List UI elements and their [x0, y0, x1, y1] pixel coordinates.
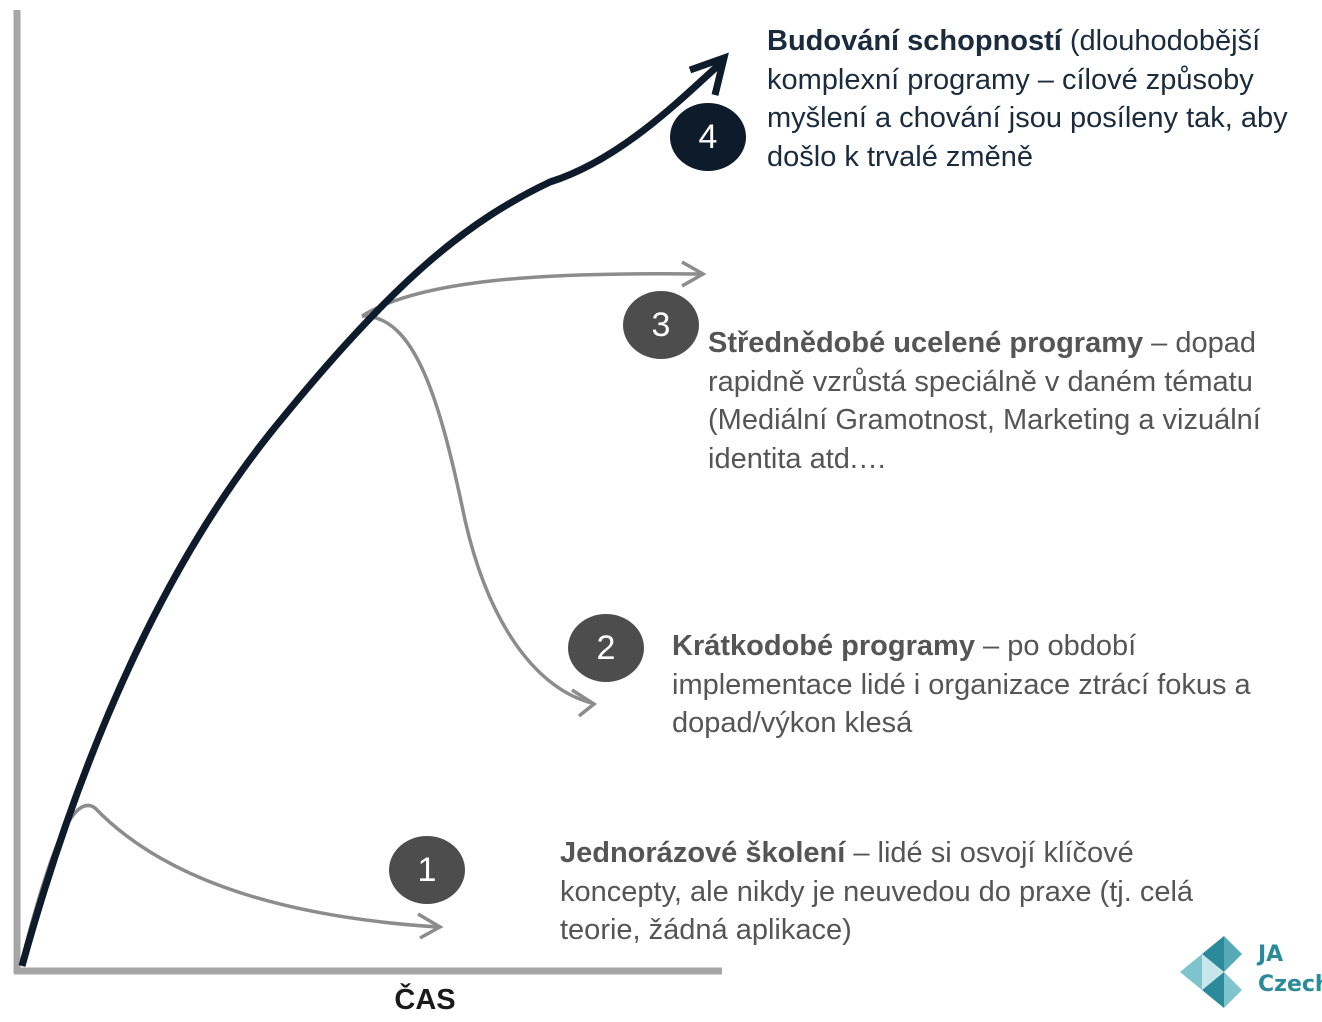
- badge-1: 1: [389, 836, 465, 904]
- curve-one-off-training: [20, 803, 439, 961]
- stage-2-detail: – po období implementace lidé i organiza…: [672, 630, 1251, 739]
- stage-3-description: Střednědobé ucelené programy – dopad rap…: [708, 324, 1268, 478]
- stage-4-title: Budování schopností: [767, 25, 1062, 57]
- svg-text:2: 2: [597, 629, 616, 667]
- stage-4-detail: (dlouhodobější komplexní programy – cílo…: [767, 25, 1288, 173]
- logo-text-line2: Czech: [1258, 972, 1322, 997]
- curve-short-term: [361, 314, 593, 705]
- ja-czech-logo: JA Czech: [1180, 932, 1322, 1012]
- svg-text:1: 1: [418, 851, 437, 889]
- arrowhead-1: [417, 912, 444, 940]
- badge-4: 4: [670, 103, 746, 171]
- stage-1-title: Jednorázové školení: [560, 837, 846, 869]
- stage-1-detail: – lidé si osvojí klíčové koncepty, ale n…: [560, 837, 1194, 946]
- stage-4-description: Budování schopností (dlouhodobější kompl…: [767, 22, 1317, 176]
- stage-3-detail: – dopad rapidně vzrůstá speciálně v dané…: [708, 327, 1261, 475]
- badge-2: 2: [568, 614, 644, 682]
- stage-2-title: Krátkodobé programy: [672, 630, 975, 662]
- logo-text-line1: JA: [1258, 942, 1284, 967]
- svg-text:4: 4: [699, 118, 718, 156]
- stage-1-description: Jednorázové školení – lidé si osvojí klí…: [560, 834, 1240, 950]
- curve-capability-building: [18, 59, 725, 967]
- stage-2-description: Krátkodobé programy – po období implemen…: [672, 627, 1317, 743]
- arrowhead-3: [681, 260, 707, 288]
- badge-3: 3: [623, 291, 699, 359]
- arrowhead-2: [571, 688, 598, 718]
- svg-text:3: 3: [652, 306, 671, 344]
- arrowhead-4: [688, 52, 729, 96]
- stage-3-title: Střednědobé ucelené programy: [708, 327, 1144, 359]
- logo-mark-icon: [1180, 936, 1242, 1008]
- x-axis-label: ČAS: [394, 984, 456, 1016]
